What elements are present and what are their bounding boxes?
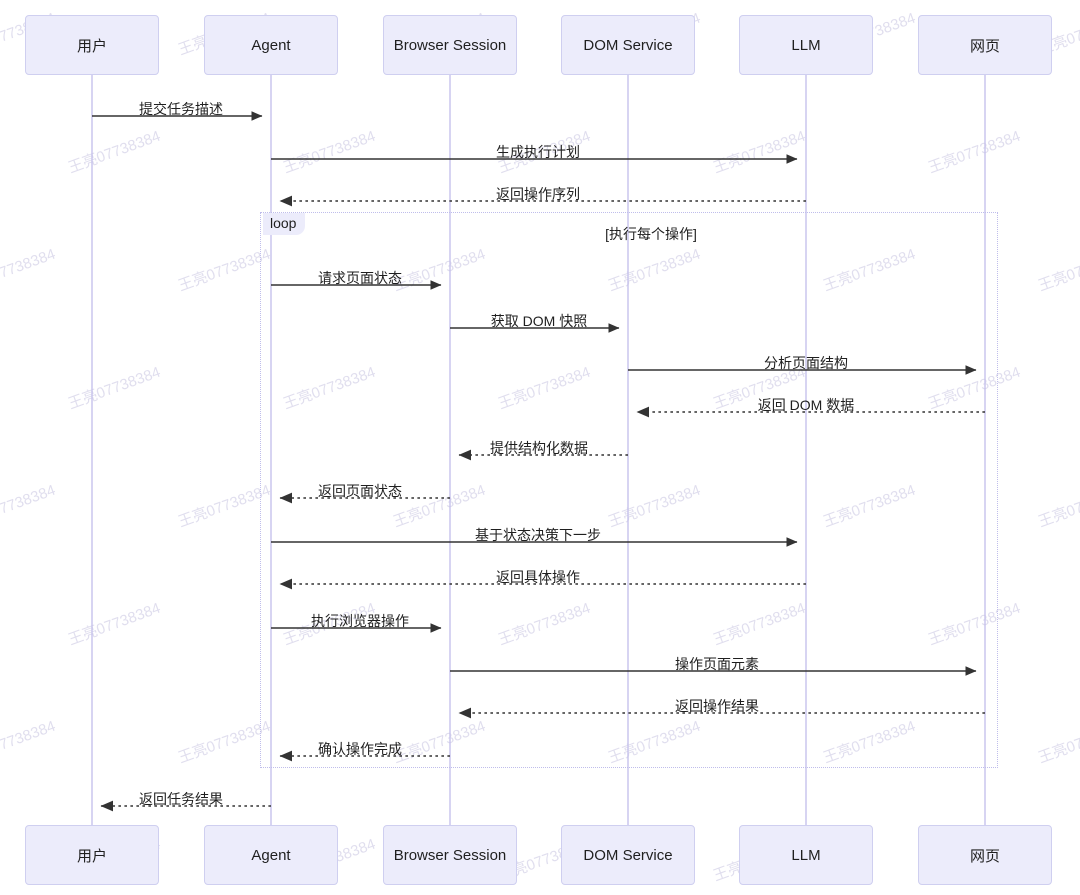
message-label: 返回任务结果 xyxy=(139,791,223,807)
participant-label: LLM xyxy=(791,846,821,864)
message-label: 生成执行计划 xyxy=(496,144,580,160)
message-label: 获取 DOM 快照 xyxy=(490,313,588,329)
participant-label: Browser Session xyxy=(393,846,507,864)
participant-label: LLM xyxy=(791,36,821,54)
message-label: 提交任务描述 xyxy=(139,101,223,117)
message-arrows-group xyxy=(92,111,985,812)
message-label: 提供结构化数据 xyxy=(490,440,588,456)
participant-box-user[interactable]: 用户 xyxy=(25,15,159,75)
participant-label: 网页 xyxy=(969,37,1000,55)
message-label: 确认操作完成 xyxy=(318,741,402,757)
participant-label: Browser Session xyxy=(393,36,507,54)
participant-box-browser[interactable]: Browser Session xyxy=(383,15,517,75)
message-label: 返回具体操作 xyxy=(496,569,580,585)
participant-box-webpage[interactable]: 网页 xyxy=(918,825,1052,885)
participant-label: 用户 xyxy=(76,847,107,865)
message-label: 分析页面结构 xyxy=(764,355,848,371)
message-label: 返回 DOM 数据 xyxy=(757,397,855,413)
message-label: 返回操作结果 xyxy=(675,698,759,714)
lifelines-group xyxy=(91,75,986,825)
participant-box-llm[interactable]: LLM xyxy=(739,15,873,75)
participant-box-agent[interactable]: Agent xyxy=(204,825,338,885)
message-label: 操作页面元素 xyxy=(675,656,759,672)
participant-label: DOM Service xyxy=(583,36,673,54)
message-label: 基于状态决策下一步 xyxy=(475,527,601,543)
message-label: 执行浏览器操作 xyxy=(311,613,409,629)
loop-fragment-condition: [执行每个操作] xyxy=(605,226,697,242)
participant-box-webpage[interactable]: 网页 xyxy=(918,15,1052,75)
participant-box-user[interactable]: 用户 xyxy=(25,825,159,885)
loop-fragment-box xyxy=(260,212,998,768)
participant-label: Agent xyxy=(251,846,291,864)
message-label: 请求页面状态 xyxy=(318,270,402,286)
participant-label: Agent xyxy=(251,36,291,54)
participant-box-llm[interactable]: LLM xyxy=(739,825,873,885)
participant-label: DOM Service xyxy=(583,846,673,864)
participant-label: 网页 xyxy=(969,847,1000,865)
participant-label: 用户 xyxy=(76,37,107,55)
participant-box-dom[interactable]: DOM Service xyxy=(561,825,695,885)
message-label: 返回操作序列 xyxy=(496,186,580,202)
loop-fragment-label: loop xyxy=(263,213,306,235)
participant-box-browser[interactable]: Browser Session xyxy=(383,825,517,885)
message-label: 返回页面状态 xyxy=(318,483,402,499)
participant-box-dom[interactable]: DOM Service xyxy=(561,15,695,75)
participant-box-agent[interactable]: Agent xyxy=(204,15,338,75)
